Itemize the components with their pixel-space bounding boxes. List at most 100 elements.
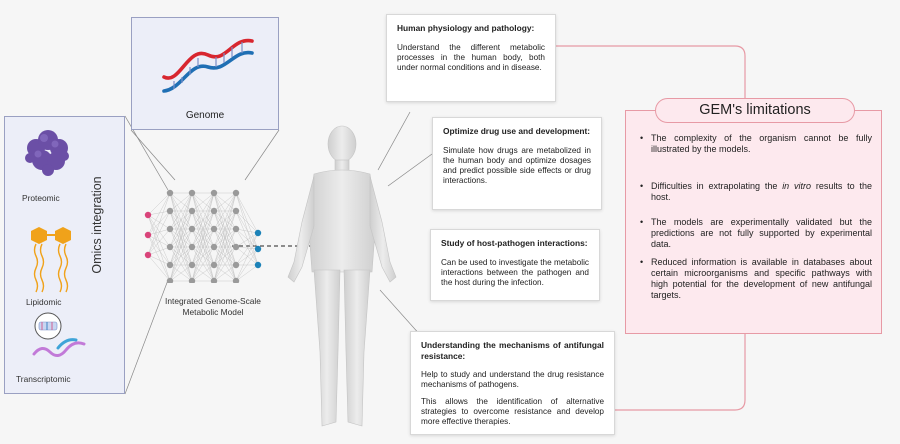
network-edge (147, 214, 171, 230)
network-edge (235, 232, 259, 266)
network-edge (235, 246, 259, 250)
network-node (188, 243, 196, 251)
drug-box: Optimize drug use and development: Simul… (432, 117, 602, 210)
pathogen-box: Study of host-pathogen interactions: Can… (430, 229, 600, 301)
drug-text: Simulate how drugs are metabolized in th… (443, 145, 591, 185)
network-edge (213, 210, 237, 282)
network-edge (191, 228, 215, 282)
network-edge (191, 210, 215, 266)
limitation-connector (615, 334, 746, 411)
network-edge (169, 246, 193, 266)
proteomic-label: Proteomic (22, 193, 60, 203)
network-edge (147, 214, 171, 248)
resistance-text1: Help to study and understand the drug re… (421, 370, 604, 389)
network-node (254, 245, 262, 253)
network-edge (147, 214, 171, 282)
network-edge (235, 232, 259, 248)
network-node (166, 207, 174, 215)
limitation-item2-pre: Difficulties in extrapolating the (651, 181, 783, 191)
network-edge (147, 234, 171, 248)
network-node (188, 277, 196, 283)
network-node (144, 211, 152, 219)
network-edge (235, 210, 259, 234)
network-edge (169, 246, 193, 282)
network-edge (235, 264, 259, 282)
network-edge (213, 264, 237, 282)
network-node (210, 243, 218, 251)
network-node (232, 277, 240, 283)
human-body-icon (287, 125, 397, 427)
limitation-item2-em: in vitro (782, 181, 812, 191)
network-edge (191, 246, 215, 282)
network-node (232, 207, 240, 215)
network-edge (213, 246, 237, 266)
limitation-item: Reduced information is available in data… (640, 257, 872, 301)
network-edge (147, 234, 171, 266)
network-node (166, 261, 174, 269)
network-edge (191, 192, 215, 266)
network-edge (235, 228, 259, 250)
network-node (232, 225, 240, 233)
resistance-title: Understanding the mechanisms of antifung… (421, 340, 604, 361)
physiology-text: Understand the different metabolic proce… (397, 42, 545, 72)
network-node (210, 277, 218, 283)
network-edge (169, 210, 193, 266)
limitations-panel: The complexity of the organism cannot be… (625, 110, 882, 334)
limitation-item: The models are experimentally validated … (640, 217, 872, 250)
network-edge (191, 192, 215, 248)
limitation-item: The complexity of the organism cannot be… (640, 133, 872, 155)
network-edge (147, 192, 171, 216)
network-edge (147, 210, 171, 256)
model-label-line1: Integrated Genome-Scale (165, 296, 261, 306)
network-edge (191, 192, 215, 212)
model-label: Integrated Genome-Scale Metabolic Model (148, 296, 278, 317)
network-node (188, 207, 196, 215)
network-edge (191, 264, 215, 282)
network-edge (169, 192, 193, 230)
network-edge (169, 228, 193, 282)
network-node (210, 261, 218, 269)
network-node (188, 225, 196, 233)
network-edge (147, 254, 171, 266)
model-label-line2: Metabolic Model (182, 306, 244, 317)
network-edge (213, 192, 237, 248)
network-edge (213, 192, 237, 212)
network-edge (235, 228, 259, 266)
network-node (188, 189, 196, 197)
physiology-title: Human physiology and pathology: (397, 23, 535, 33)
connector-line (244, 129, 280, 181)
network-node (210, 225, 218, 233)
network-node (210, 207, 218, 215)
rna-icon (32, 312, 86, 357)
network-edge (169, 192, 193, 266)
network-edge (147, 228, 171, 256)
network-node (254, 229, 262, 237)
pathogen-text: Can be used to investigate the metabolic… (441, 257, 589, 287)
connector-line (387, 153, 433, 187)
network-edge (213, 210, 237, 266)
network-edge (213, 228, 237, 282)
protein-icon (25, 130, 69, 176)
lipidomic-label: Lipidomic (26, 297, 62, 307)
transcriptomic-label: Transcriptomic (16, 374, 71, 384)
network-edge (169, 264, 193, 282)
network-edge (235, 192, 259, 250)
network-edge (213, 192, 237, 266)
network-node (254, 261, 262, 269)
network-edge (147, 228, 171, 236)
network-edge (213, 192, 237, 230)
network-edge (147, 210, 171, 236)
network-edge (147, 192, 171, 256)
network-edge (147, 214, 171, 266)
physiology-box: Human physiology and pathology: Understa… (386, 14, 556, 102)
network-edge (169, 192, 193, 282)
network-edge (147, 234, 171, 282)
network-edge (213, 246, 237, 282)
network-edge (213, 192, 237, 282)
network-edge (169, 210, 193, 282)
dna-icon (162, 38, 254, 93)
network-edge (235, 246, 259, 266)
limitations-title: GEM's limitations (655, 98, 855, 123)
omics-integration-label: Omics integration (90, 176, 104, 274)
network-edge (147, 192, 171, 236)
